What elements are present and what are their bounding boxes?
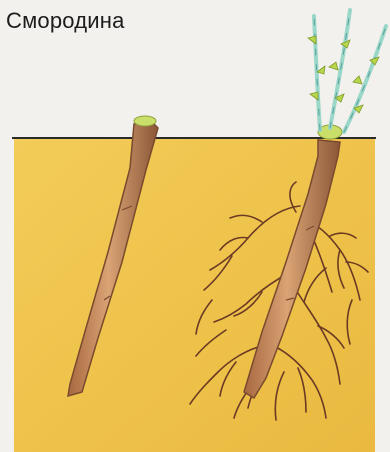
cut-top-left	[134, 116, 156, 126]
new-shoots	[314, 10, 386, 132]
